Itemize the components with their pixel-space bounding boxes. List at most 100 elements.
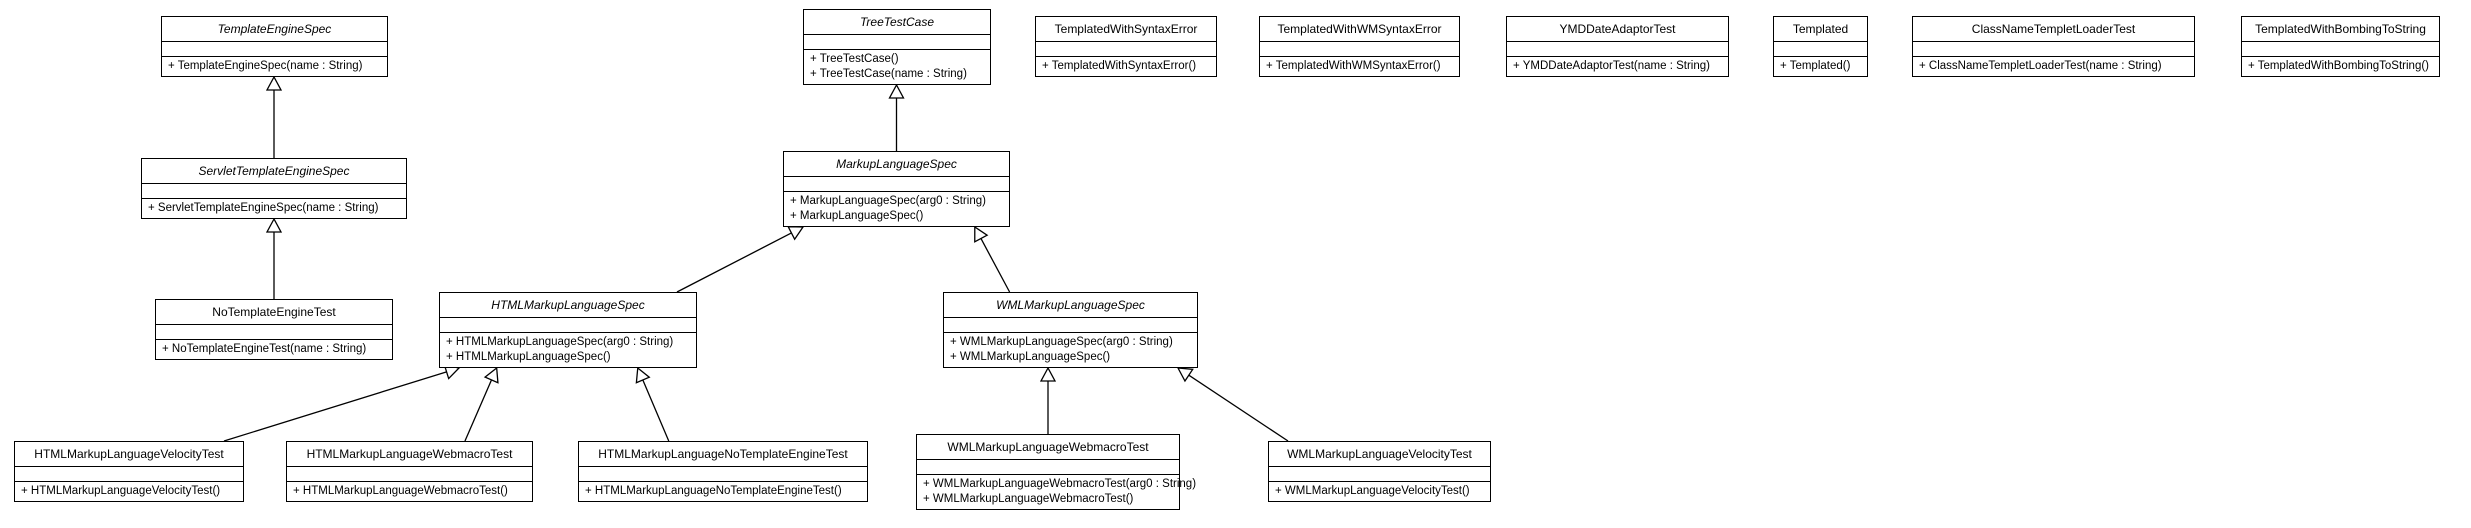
class-name: TemplatedWithBombingToString [2242,17,2439,42]
attributes-compartment [804,35,990,50]
uml-class-htmlmarkup-language-velocity-test: HTMLMarkupLanguageVelocityTest + HTMLMark… [14,441,244,502]
class-name: ClassNameTempletLoaderTest [1913,17,2194,42]
uml-class-templated-with-wmsyntax-error: TemplatedWithWMSyntaxError + TemplatedWit… [1259,16,1460,77]
operation: + NoTemplateEngineTest(name : String) [162,343,367,355]
class-name: TemplatedWithWMSyntaxError [1260,17,1459,42]
operation: + ClassNameTempletLoaderTest(name : Stri… [1919,60,2162,72]
operation: + MarkupLanguageSpec(arg0 : String) [790,195,986,207]
operation: + TemplateEngineSpec(name : String) [168,60,363,72]
operations-compartment: + MarkupLanguageSpec(arg0 : String) + Mar… [784,192,1009,226]
operation: + TemplatedWithBombingToString() [2248,60,2429,72]
generalization-line [980,238,1011,293]
uml-class-htmlmarkup-language-webmacro-test: HTMLMarkupLanguageWebmacroTest+ HTMLMark… [286,441,533,502]
class-name: WMLMarkupLanguageSpec [944,293,1197,318]
attributes-compartment [440,318,696,333]
generalization-line [1188,374,1289,442]
operation: + HTMLMarkupLanguageVelocityTest() [21,485,221,497]
uml-class-markup-language-spec: MarkupLanguageSpec + MarkupLanguageSpec(a… [783,151,1010,227]
attributes-compartment [15,467,243,482]
generalization-line [464,379,493,442]
operation: + TemplatedWithWMSyntaxError() [1266,60,1441,72]
operations-compartment: + WMLMarkupLanguageVelocityTest() [1269,482,1490,501]
uml-class-class-name-templet-loader-test: ClassNameTempletLoaderTest + ClassNameTem… [1912,16,2195,77]
generalization-arrowhead [265,75,283,91]
operations-compartment: + TemplatedWithWMSyntaxError() [1260,57,1459,76]
operation: + TemplatedWithSyntaxError() [1042,60,1197,72]
attributes-compartment [156,325,392,340]
operation: + HTMLMarkupLanguageNoTemplateEngineTest… [585,485,842,497]
uml-class-htmlmarkup-language-spec: HTMLMarkupLanguageSpec + HTMLMarkupLangua… [439,292,697,368]
generalization-arrowhead [1176,367,1194,383]
operations-compartment: + Templated() [1774,57,1867,76]
operations-compartment: + WMLMarkupLanguageSpec(arg0 : String)+ … [944,333,1197,367]
operations-compartment: + WMLMarkupLanguageWebmacroTest(arg0 : S… [917,475,1197,509]
operations-compartment: + HTMLMarkupLanguageWebmacroTest() [287,482,532,501]
attributes-compartment [1260,42,1459,57]
class-name: TreeTestCase [804,10,990,35]
class-name: ServletTemplateEngineSpec [142,159,406,184]
generalization-line [223,371,447,442]
operations-compartment: + ServletTemplateEngineSpec(name : Strin… [142,199,406,218]
operation: + WMLMarkupLanguageWebmacroTest() [923,493,1134,505]
operations-compartment: + TemplatedWithBombingToString() [2242,57,2439,76]
uml-class-ymddate-adaptor-test: YMDDateAdaptorTest + YMDDateAdaptorTest(n… [1506,16,1729,77]
operation: + HTMLMarkupLanguageSpec() [446,351,611,363]
operation: + MarkupLanguageSpec() [790,210,924,222]
attributes-compartment [579,467,867,482]
operations-compartment: + HTMLMarkupLanguageVelocityTest() [15,482,243,501]
class-name: MarkupLanguageSpec [784,152,1009,177]
attributes-compartment [162,42,387,57]
operation: + WMLMarkupLanguageWebmacroTest(arg0 : S… [923,478,1197,490]
operation: + YMDDateAdaptorTest(name : String) [1513,60,1710,72]
operation: + WMLMarkupLanguageSpec(arg0 : String) [950,336,1173,348]
attributes-compartment [917,460,1179,475]
operations-compartment: + NoTemplateEngineTest(name : String) [156,340,392,359]
attributes-compartment [1036,42,1216,57]
attributes-compartment [142,184,406,199]
class-name: HTMLMarkupLanguageVelocityTest [15,442,243,467]
uml-class-template-engine-spec: TemplateEngineSpec + TemplateEngineSpec(n… [161,16,388,77]
uml-class-templated-with-syntax-error: TemplatedWithSyntaxError + TemplatedWithS… [1035,16,1217,77]
operation: + TreeTestCase(name : String) [810,68,967,80]
class-name: WMLMarkupLanguageVelocityTest [1269,442,1490,467]
generalization-line [676,232,792,293]
operations-compartment: + HTMLMarkupLanguageNoTemplateEngineTest… [579,482,867,501]
uml-class-tree-test-case: TreeTestCase+ TreeTestCase()+ TreeTestCa… [803,9,991,85]
class-name: TemplatedWithSyntaxError [1036,17,1216,42]
uml-class-wmlmarkup-language-webmacro-test: WMLMarkupLanguageWebmacroTest + WMLMarkup… [916,434,1197,510]
operations-compartment: + YMDDateAdaptorTest(name : String) [1507,57,1728,76]
operations-compartment: + TemplatedWithSyntaxError() [1036,57,1216,76]
operation: + WMLMarkupLanguageVelocityTest() [1275,485,1470,497]
class-name: NoTemplateEngineTest [156,300,392,325]
generalization-arrowhead [265,217,283,233]
operation: + Templated() [1780,60,1851,72]
operations-compartment: + ClassNameTempletLoaderTest(name : Stri… [1913,57,2194,76]
operations-compartment: + TemplateEngineSpec(name : String) [162,57,387,76]
generalization-arrowhead [635,366,651,384]
operations-compartment: + HTMLMarkupLanguageSpec(arg0 : String) +… [440,333,696,367]
class-name: HTMLMarkupLanguageSpec [440,293,696,318]
class-name: YMDDateAdaptorTest [1507,17,1728,42]
generalization-line [642,379,670,442]
uml-class-templated-with-bombing-to-string: TemplatedWithBombingToString + TemplatedW… [2241,16,2440,77]
class-name: WMLMarkupLanguageWebmacroTest [917,435,1179,460]
attributes-compartment [1507,42,1728,57]
uml-class-servlet-template-engine-spec: ServletTemplateEngineSpec + ServletTempla… [141,158,407,219]
uml-class-wmlmarkup-language-spec: WMLMarkupLanguageSpec + WMLMarkupLanguage… [943,292,1198,368]
attributes-compartment [1774,42,1867,57]
class-name: HTMLMarkupLanguageNoTemplateEngineTest [579,442,867,467]
generalization-arrowhead [888,83,905,99]
attributes-compartment [2242,42,2439,57]
operations-compartment: + TreeTestCase() + TreeTestCase(name : St… [804,50,990,84]
attributes-compartment [287,467,532,482]
operation: + HTMLMarkupLanguageWebmacroTest() [293,485,508,497]
operation: + TreeTestCase() [810,53,899,65]
generalization-arrowhead [1039,366,1057,382]
generalization-arrowhead [483,366,499,384]
uml-class-wmlmarkup-language-velocity-test: WMLMarkupLanguageVelocityTest + WMLMarkup… [1268,441,1491,502]
attributes-compartment [784,177,1009,192]
uml-class-templated: Templated+ Templated() [1773,16,1868,77]
uml-class-htmlmarkup-language-no-template-engine-test: HTMLMarkupLanguageNoTemplateEngineTest + … [578,441,868,502]
class-name: TemplateEngineSpec [162,17,387,42]
operation: + HTMLMarkupLanguageSpec(arg0 : String) [446,336,674,348]
